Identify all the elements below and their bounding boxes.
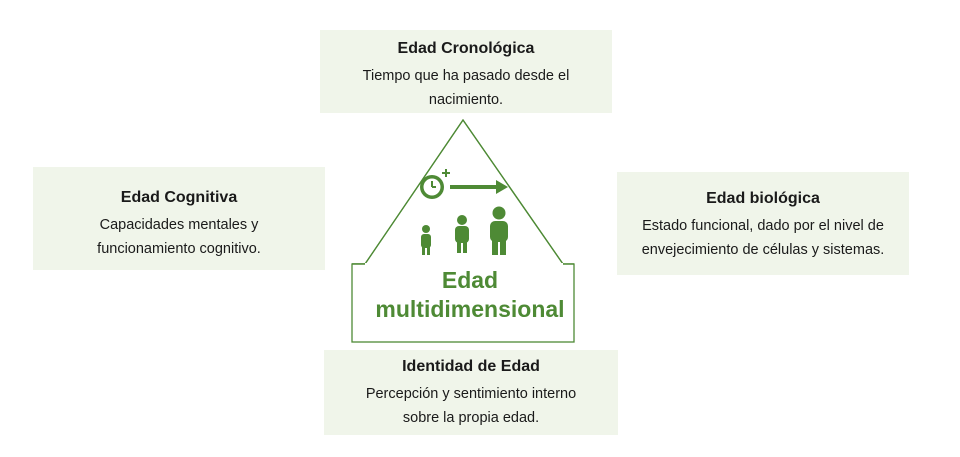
card-title: Edad Cognitiva (120, 189, 238, 206)
card-title: Edad biológica (706, 190, 820, 207)
card-description-line2: envejecimiento de células y sistemas. (641, 242, 885, 258)
clock-plus-icon (420, 169, 450, 199)
card-description-line1: Tiempo que ha pasado desde el (362, 68, 570, 84)
card-age-identity: Identidad de Edad Percepción y sentimien… (324, 350, 618, 435)
center-label: Edad multidimensional (352, 266, 588, 324)
card-description-line2: funcionamiento cognitivo. (97, 241, 261, 257)
card-description-line1: Percepción y sentimiento interno (365, 386, 577, 402)
card-description-line1: Estado funcional, dado por el nivel de (642, 218, 884, 234)
person-small-icon (421, 225, 431, 255)
person-medium-icon (455, 215, 469, 253)
center-box (351, 263, 575, 343)
person-large-icon (490, 206, 508, 255)
card-description-line2: sobre la propia edad. (402, 410, 540, 426)
arrow-right-icon (450, 180, 508, 194)
center-label-line1: Edad (441, 267, 499, 293)
card-description-line2: nacimiento. (428, 92, 504, 108)
card-title: Edad Cronológica (397, 40, 535, 57)
center-label-line2: multidimensional (375, 296, 565, 322)
card-title: Identidad de Edad (402, 358, 540, 375)
card-cognitive-age: Edad Cognitiva Capacidades mentales y fu… (33, 167, 325, 270)
card-chronological-age: Edad Cronológica Tiempo que ha pasado de… (320, 30, 612, 113)
card-description-line1: Capacidades mentales y (99, 217, 259, 233)
card-biological-age: Edad biológica Estado funcional, dado po… (617, 172, 909, 275)
